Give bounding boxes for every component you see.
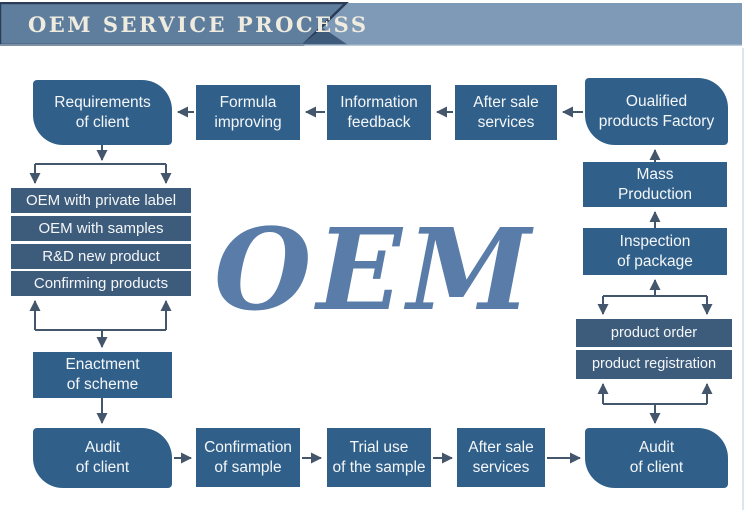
node-mass-production: Mass Production	[583, 162, 727, 207]
page-title: OEM SERVICE PROCESS	[28, 11, 369, 37]
node-audit-of-client-left: Audit of client	[33, 428, 172, 488]
node-confirmation-of-sample: Confirmation of sample	[196, 428, 300, 487]
node-product-registration: product registration	[576, 350, 732, 379]
node-after-sale-services-bottom: After sale services	[457, 428, 545, 487]
node-oem-private-label: OEM with private label	[11, 188, 191, 213]
node-requirements-of-client: Requirements of client	[33, 80, 172, 145]
node-trial-use-of-sample: Trial use of the sample	[327, 428, 431, 487]
node-confirming-products: Confirming products	[11, 271, 191, 296]
node-inspection-of-package: Inspection of package	[583, 228, 727, 275]
node-after-sale-services-top: After sale services	[455, 85, 557, 140]
node-rd-new-product: R&D new product	[11, 244, 191, 269]
node-information-feedback: Information feedback	[327, 85, 431, 140]
node-product-order: product order	[576, 319, 732, 347]
right-edge-divider	[742, 48, 744, 510]
node-enactment-of-scheme: Enactment of scheme	[33, 352, 172, 398]
node-oem-with-samples: OEM with samples	[11, 216, 191, 241]
node-audit-of-client-right: Audit of client	[585, 428, 728, 488]
header-banner-shape	[0, 2, 742, 46]
node-formula-improving: Formula improving	[196, 85, 300, 140]
oem-watermark: OEM	[214, 205, 536, 336]
node-qualified-products-factory: Oualified products Factory	[585, 78, 728, 145]
header-banner: OEM SERVICE PROCESS	[0, 2, 742, 46]
